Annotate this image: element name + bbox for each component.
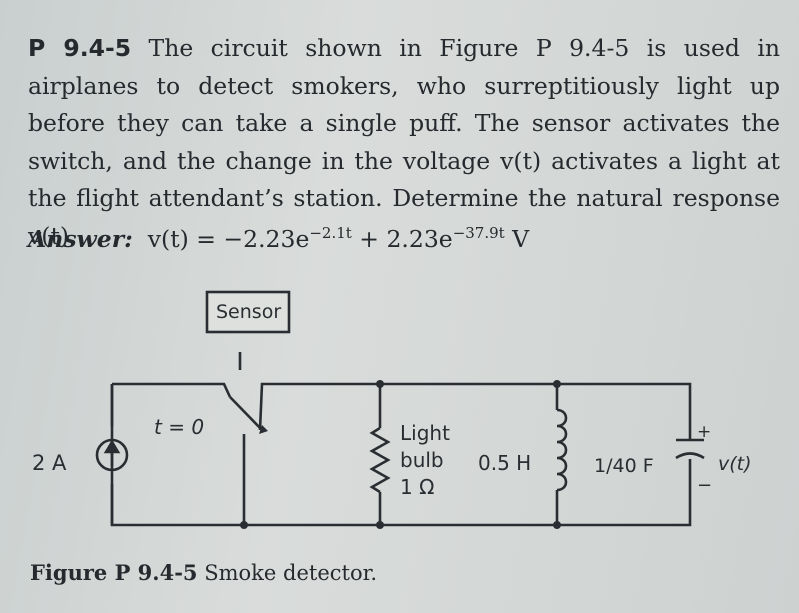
problem-text: The circuit shown in Figure P 9.4-5 is u… xyxy=(28,34,780,250)
inductor-coil xyxy=(556,408,568,492)
top-right-wire xyxy=(258,382,692,440)
answer-line: Answer: v(t) = −2.23e−2.1t + 2.23e−37.9t… xyxy=(28,224,780,253)
answer-exponent-1: −2.1t xyxy=(309,224,352,242)
junction-dot xyxy=(376,521,384,529)
minus-sign: − xyxy=(697,475,712,496)
answer-label: Answer: xyxy=(28,224,133,253)
switch-time-label: t = 0 xyxy=(154,415,204,439)
bulb-label-line1: Light xyxy=(400,421,450,445)
top-left-wire xyxy=(112,382,232,398)
switch-blade xyxy=(229,396,263,431)
bulb-resistor xyxy=(369,426,391,494)
capacitor-plate-bottom xyxy=(675,452,705,460)
inductor-label: 0.5 H xyxy=(478,451,531,475)
capacitor-label: 1/40 F xyxy=(594,455,654,477)
junction-dot xyxy=(553,380,561,388)
answer-unit: V xyxy=(504,224,530,253)
source-label: 2 A xyxy=(32,451,67,475)
caption-figure-id: Figure P 9.4-5 xyxy=(30,560,198,585)
sensor-box xyxy=(205,290,291,334)
sensor-label: Sensor xyxy=(216,301,281,323)
caption-title: Smoke detector. xyxy=(204,561,377,585)
junction-dot xyxy=(376,380,384,388)
answer-exponent-2: −37.9t xyxy=(452,224,505,242)
problem-id: P 9.4-5 xyxy=(28,34,132,62)
output-voltage-label: v(t) xyxy=(718,453,752,475)
switch-arrow-icon xyxy=(259,425,268,434)
junction-dot xyxy=(240,521,248,529)
junction-dot xyxy=(553,521,561,529)
problem-statement: P 9.4-5 The circuit shown in Figure P 9.… xyxy=(28,30,780,255)
answer-mid: + 2.23e xyxy=(351,224,453,253)
plus-sign: + xyxy=(697,422,711,442)
bulb-resistance-label: 1 Ω xyxy=(400,475,434,499)
bulb-label-line2: bulb xyxy=(400,448,444,472)
current-arrow-icon xyxy=(103,439,121,454)
answer-lhs: v(t) = −2.23e xyxy=(147,224,310,253)
figure-caption: Figure P 9.4-5 Smoke detector. xyxy=(30,560,377,585)
